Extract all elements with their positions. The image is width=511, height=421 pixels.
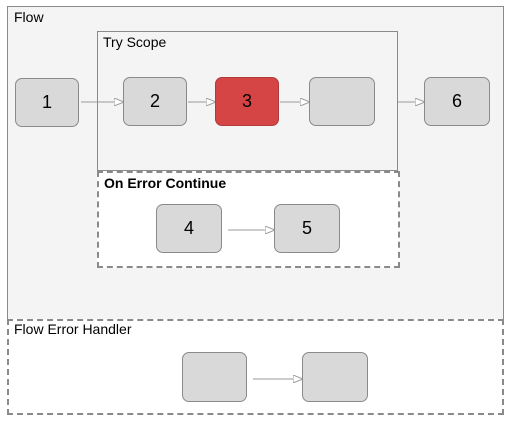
node-1[interactable]: 1 [15, 78, 79, 127]
try-scope-label: Try Scope [103, 34, 167, 50]
node-5[interactable]: 5 [274, 204, 340, 253]
node-empty-try[interactable] [309, 77, 375, 126]
flow-error-handler-container [7, 319, 504, 415]
node-handler-a[interactable] [182, 352, 247, 402]
node-6[interactable]: 6 [424, 77, 490, 126]
flow-error-handler-label: Flow Error Handler [14, 321, 132, 337]
node-handler-b[interactable] [302, 352, 368, 402]
node-2[interactable]: 2 [123, 77, 187, 126]
flow-label: Flow [14, 9, 44, 25]
node-3-error[interactable]: 3 [215, 77, 279, 126]
node-4[interactable]: 4 [156, 204, 222, 253]
on-error-continue-container [97, 171, 400, 268]
on-error-continue-label: On Error Continue [104, 175, 227, 191]
